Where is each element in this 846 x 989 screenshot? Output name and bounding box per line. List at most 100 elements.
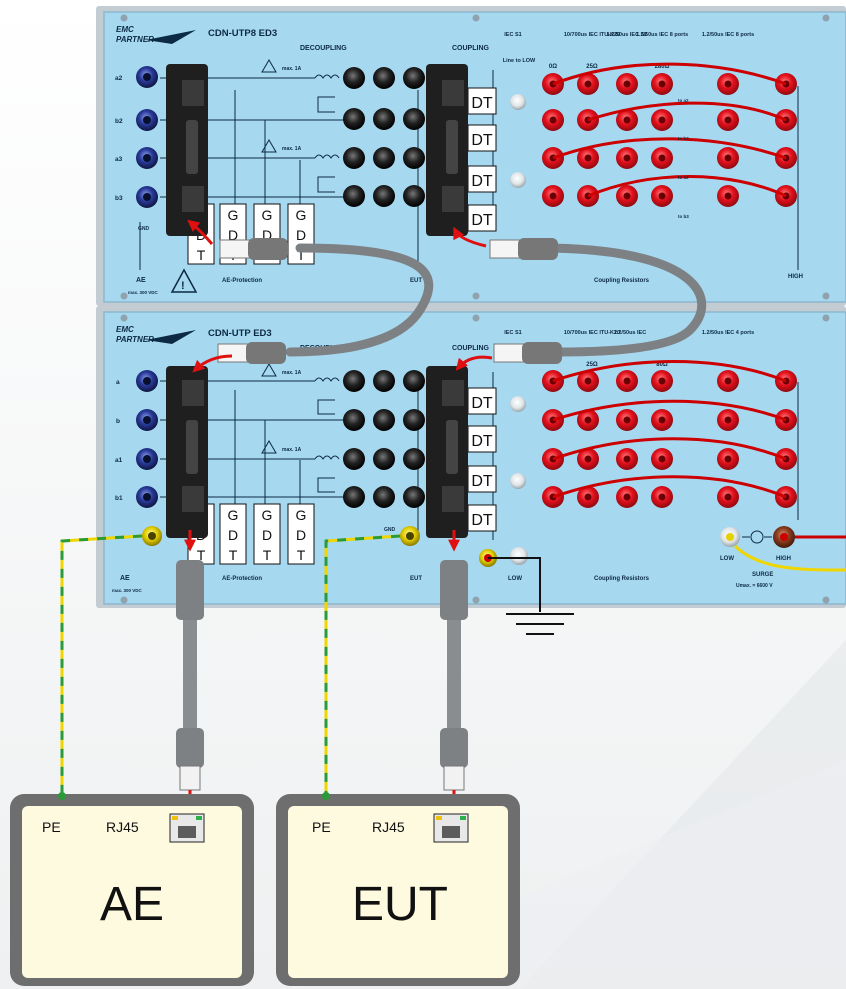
svg-text:DT: DT [471, 512, 493, 529]
bottom-high: HIGH [776, 556, 791, 562]
svg-text:to a2: to a2 [678, 98, 689, 103]
red-socket-hole [623, 80, 631, 88]
bottom-res-25: 25Ω [586, 362, 598, 368]
red-socket-hole [584, 377, 592, 385]
rj45-blocks [166, 64, 468, 538]
bottom-gdt-boxes: G D T G D T G D T G D T [187, 503, 315, 565]
svg-text:G: G [228, 207, 239, 223]
surge-symbol-icon [742, 530, 772, 544]
red-socket-hole [724, 116, 732, 124]
svg-text:T: T [297, 247, 306, 263]
bottom-dt-boxes: DT DT DT DT [467, 387, 497, 532]
svg-text:T: T [263, 547, 272, 563]
svg-text:max. 1A: max. 1A [282, 66, 302, 72]
top-red-jumpers [552, 62, 787, 198]
bottom-umax: Umax. = 6600 V [736, 583, 773, 589]
red-socket-hole [658, 493, 666, 501]
bottom-warning-1: max. 1A [261, 363, 302, 377]
red-socket-hole [724, 377, 732, 385]
svg-text:G: G [262, 207, 273, 223]
top-s1-socket-2 [510, 172, 526, 188]
red-socket-hole [724, 493, 732, 501]
top-decoupling-sockets [343, 67, 425, 207]
top-res-280: 280Ω [655, 64, 670, 70]
svg-text:D: D [262, 227, 272, 243]
top-panel: EMC PARTNER CDN-UTP8 ED3 DECOUPLING COUP… [96, 6, 846, 306]
red-socket-hole [658, 455, 666, 463]
connection-arrows [184, 219, 493, 812]
red-socket-hole [658, 192, 666, 200]
red-socket-hole [584, 493, 592, 501]
svg-text:to a3: to a3 [678, 175, 689, 180]
device-cables [176, 560, 468, 791]
svg-text:!: ! [181, 280, 185, 292]
bottom-decoupling-sockets [343, 370, 425, 508]
svg-text:to b3: to b3 [678, 214, 689, 219]
red-socket-hole [623, 493, 631, 501]
bottom-low: LOW [508, 576, 522, 582]
ae-device-name: AE [100, 878, 164, 931]
top-col-8ports-a: 1.2/50us IEC 8 ports [636, 32, 688, 38]
bottom-brand-logo-icon [146, 330, 196, 344]
brand-partner: PARTNER [116, 35, 154, 44]
eut-device: PE RJ45 EUT [276, 792, 520, 986]
red-socket-hole [623, 377, 631, 385]
top-eut: EUT [410, 278, 422, 284]
svg-text:D: D [228, 527, 238, 543]
top-col-10-700: 10/700us IEC ITU-K20 [564, 32, 620, 38]
svg-text:DT: DT [471, 173, 493, 190]
bottom-brand-partner: PARTNER [116, 335, 154, 344]
top-port-b2: b2 [115, 118, 123, 125]
ae-rj45-port-icon [169, 813, 205, 843]
eut-rj45-label: RJ45 [372, 819, 405, 835]
red-socket-hole [658, 416, 666, 424]
bottom-model: CDN-UTP ED3 [208, 328, 272, 339]
bottom-col-4ports: 1.2/50us IEC 4 ports [702, 330, 754, 336]
bottom-s1-socket-1 [510, 396, 526, 412]
top-ae-rating: max. 300 VDC [128, 290, 159, 295]
ae-pe-label: PE [42, 819, 61, 835]
ae-rj45-label: RJ45 [106, 819, 139, 835]
svg-text:DT: DT [471, 433, 493, 450]
top-coupling-resistors: Coupling Resistors [594, 278, 650, 284]
red-socket-hole [658, 80, 666, 88]
bottom-ae-sockets: a b a1 b1 [115, 370, 158, 508]
top-col-iec-s1: IEC S1 [504, 32, 521, 38]
top-res-0: 0Ω [549, 64, 557, 70]
top-coupling: COUPLING [452, 45, 490, 52]
top-warning-1: max. 1A [261, 59, 302, 73]
low-white-socket [510, 547, 528, 565]
bottom-gnd: GND [384, 527, 396, 533]
svg-text:G: G [228, 507, 239, 523]
svg-text:T: T [229, 547, 238, 563]
bottom-res-80: 80Ω [656, 362, 668, 368]
top-port-a2: a2 [115, 75, 123, 82]
bottom-surge: SURGE [752, 572, 773, 578]
top-warning-2: max. 1A [261, 139, 302, 153]
bottom-brand-emc: EMC [116, 325, 134, 334]
top-res-25: 25Ω [586, 64, 598, 70]
red-socket-hole [584, 154, 592, 162]
patch-cables [285, 243, 707, 357]
top-red-sockets [542, 73, 797, 207]
top-port-b3: b3 [115, 195, 123, 202]
red-socket-hole [584, 80, 592, 88]
red-socket-hole [724, 80, 732, 88]
svg-text:G: G [296, 507, 307, 523]
red-socket-hole [658, 154, 666, 162]
red-socket-hole [724, 192, 732, 200]
top-ae-sockets: a2 b2 a3 b3 [115, 66, 158, 208]
svg-text:D: D [296, 227, 306, 243]
rj45-plugs [217, 238, 562, 364]
svg-text:DT: DT [471, 473, 493, 490]
bottom-eut: EUT [410, 576, 422, 582]
bottom-coupling: COUPLING [452, 345, 490, 352]
red-socket-hole [658, 377, 666, 385]
svg-text:G: G [296, 207, 307, 223]
top-ae-label: AE [136, 277, 146, 284]
top-decoupling: DECOUPLING [300, 45, 347, 52]
top-gnd: GND [138, 226, 150, 232]
bottom-port-b: b [116, 418, 120, 425]
red-socket-hole [658, 116, 666, 124]
